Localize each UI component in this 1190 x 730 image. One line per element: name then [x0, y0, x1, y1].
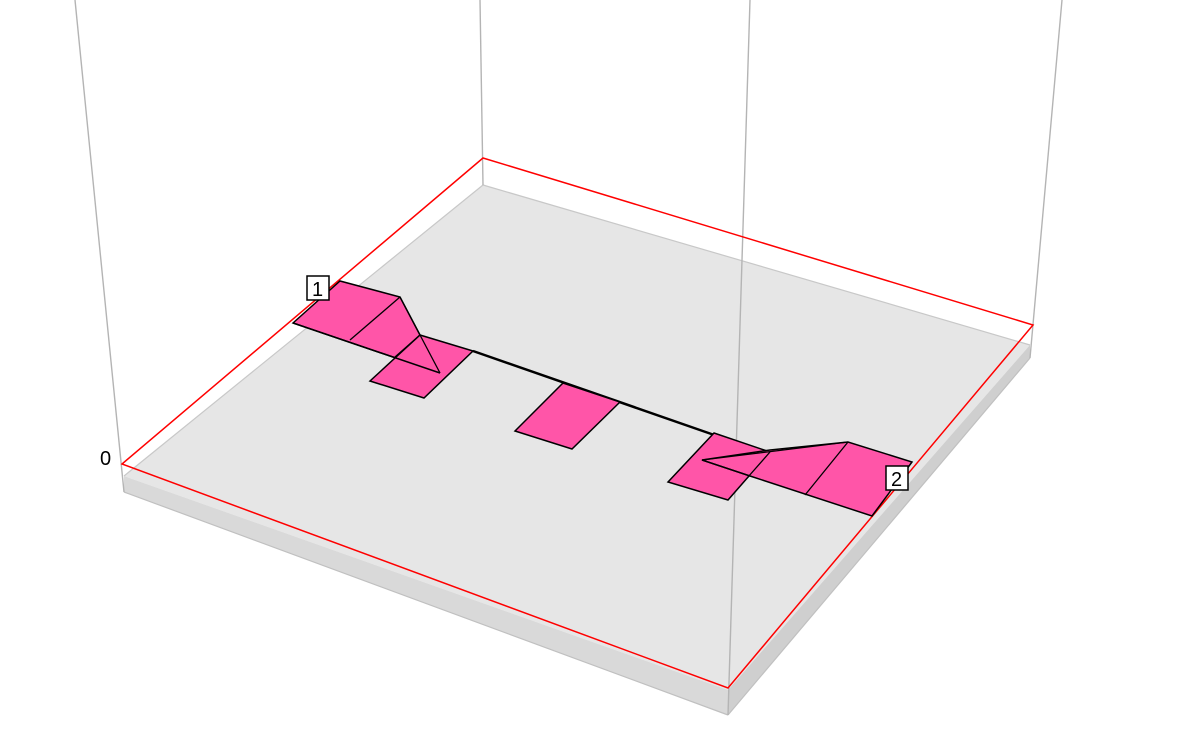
substrate-edge	[123, 184, 484, 477]
substrate-edge	[727, 357, 1031, 716]
right-taper-edge	[701, 459, 751, 477]
box-vertical-edge	[1029, 0, 1063, 359]
right-stub-pad[interactable]	[666, 432, 772, 501]
left-taper-edge	[399, 296, 441, 374]
port-1-label[interactable]: 1	[306, 275, 330, 301]
port-2-label[interactable]: 2	[885, 465, 909, 491]
right-taper-edge	[701, 441, 849, 461]
left-trace-divider	[394, 334, 421, 358]
substrate-front-left-face	[124, 476, 728, 715]
axis-origin-label: 0	[100, 448, 111, 470]
port-1-text: 1	[312, 279, 323, 301]
box-vertical-edge	[727, 0, 751, 716]
metal-layer[interactable]	[291, 280, 914, 517]
simulation-box-edges	[74, 0, 1063, 716]
left-trace-divider	[349, 296, 401, 341]
port-2-text: 2	[891, 469, 902, 491]
right-trace-divider	[747, 451, 771, 478]
box-vertical-edge	[74, 0, 125, 493]
boundary-outline	[120, 157, 1035, 689]
substrate-front-right-face	[728, 345, 1030, 715]
substrate-edge	[482, 184, 1031, 346]
substrate-edge	[123, 491, 729, 716]
box-vertical-edge	[479, 0, 484, 186]
substrate	[123, 184, 1031, 716]
center-pad[interactable]	[513, 382, 622, 450]
left-trace-edge	[292, 322, 441, 374]
right-trace-divider	[804, 441, 849, 496]
